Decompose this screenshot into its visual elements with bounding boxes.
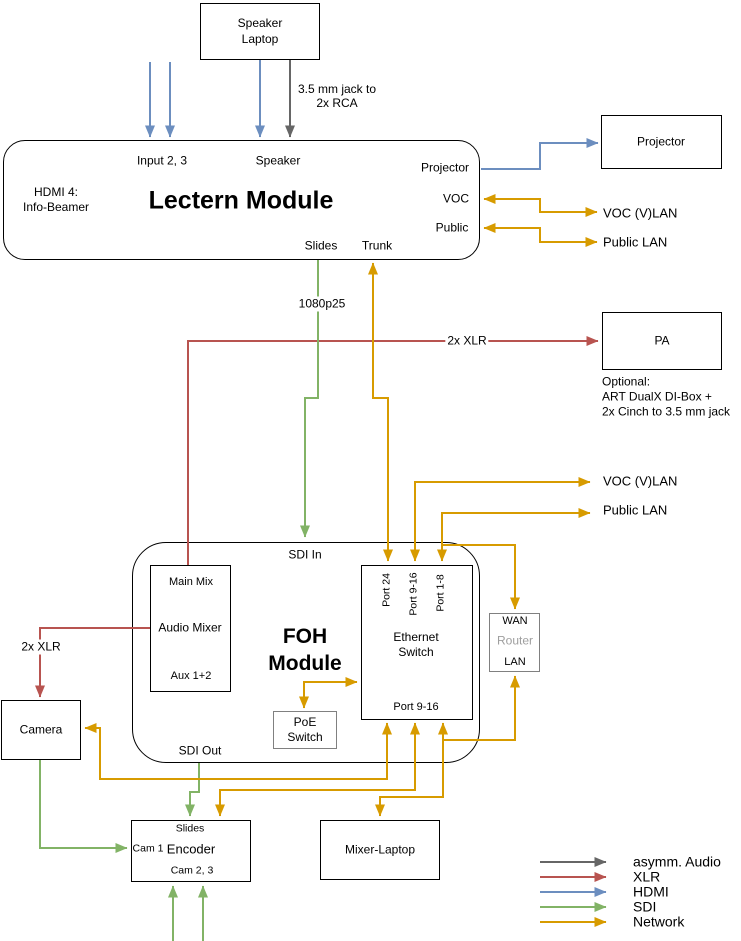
mixer-laptop-box	[320, 820, 440, 880]
foh-module-title: FOH Module	[268, 625, 342, 675]
xlr-pa-edge-label: 2x XLR	[445, 333, 489, 349]
legend-sdi-label: SDI	[633, 898, 657, 915]
projector-label: Projector	[636, 134, 686, 149]
audio-mixer-mainmix-label: Main Mix	[168, 576, 214, 588]
ethernet-switch-label: Ethernet Switch	[393, 630, 439, 659]
pa-box	[602, 312, 722, 370]
audio-mixer-label: Audio Mixer	[158, 620, 222, 635]
camera-box	[1, 700, 81, 760]
ethernet-switch-box	[361, 565, 473, 720]
encoder-cam23-label: Cam 2, 3	[170, 864, 214, 877]
ethernet-switch-port916-bottom-label: Port 9-16	[393, 701, 439, 713]
voc-vlan-mid-label: VOC (V)LAN	[603, 473, 678, 489]
legend-xlr-label: XLR	[633, 868, 661, 885]
ethernet-switch-port24-label: Port 24	[380, 573, 393, 607]
audio-mixer-aux-label: Aux 1+2	[170, 670, 212, 682]
encoder-label: Encoder	[166, 841, 216, 857]
router-label: Router	[496, 633, 534, 648]
legend-network-label: Network	[633, 913, 685, 930]
camera-label: Camera	[19, 722, 63, 737]
ethernet-switch-port916-label: Port 9-16	[407, 572, 420, 616]
lectern-module-box	[3, 140, 480, 260]
jack-rca-edge-label: 3.5 mm jack to 2x RCA	[297, 82, 377, 110]
encoder-box	[131, 820, 251, 882]
poe-switch-label: PoE Switch	[287, 715, 323, 744]
lectern-projector-label: Projector	[420, 160, 470, 175]
lectern-input23-label: Input 2, 3	[136, 153, 188, 168]
lectern-hdmi4-label: HDMI 4: Info-Beamer	[22, 185, 90, 214]
router-lan-label: LAN	[504, 656, 526, 668]
lectern-module-title: Lectern Module	[148, 186, 334, 215]
speaker-laptop-label: Speaker Laptop	[237, 16, 283, 46]
lectern-voc-label: VOC	[442, 191, 470, 206]
ethernet-switch-port18-label: Port 1-8	[434, 574, 447, 612]
projector-box	[601, 115, 722, 169]
public-lan-mid-label: Public LAN	[603, 502, 668, 518]
encoder-slides-label: Slides	[175, 822, 205, 835]
lectern-speaker-label: Speaker	[255, 153, 301, 168]
xlr-camera-edge-label: 2x XLR	[19, 639, 63, 655]
speaker-laptop-box	[200, 3, 320, 60]
legend-hdmi-label: HDMI	[633, 883, 669, 900]
audio-mixer-box	[150, 565, 231, 692]
pa-label: PA	[654, 333, 670, 348]
legend-asymm-audio-label: asymm. Audio	[633, 853, 721, 870]
public-lan-top-label: Public LAN	[603, 234, 668, 250]
router-wan-label: WAN	[502, 615, 528, 627]
mixer-laptop-label: Mixer-Laptop	[344, 842, 416, 857]
encoder-cam1-label: Cam 1	[132, 842, 164, 855]
lectern-trunk-label: Trunk	[361, 238, 393, 253]
lectern-public-label: Public	[435, 220, 469, 235]
foh-sdi-out-label: SDI Out	[178, 743, 222, 758]
router-box	[489, 613, 540, 672]
pa-note: Optional: ART DualX DI-Box + 2x Cinch to…	[602, 374, 731, 419]
foh-sdi-in-label: SDI In	[288, 547, 322, 562]
lectern-slides-label: Slides	[304, 238, 338, 253]
slides-format-edge-label: 1080p25	[296, 296, 348, 312]
voc-vlan-top-label: VOC (V)LAN	[603, 205, 678, 221]
